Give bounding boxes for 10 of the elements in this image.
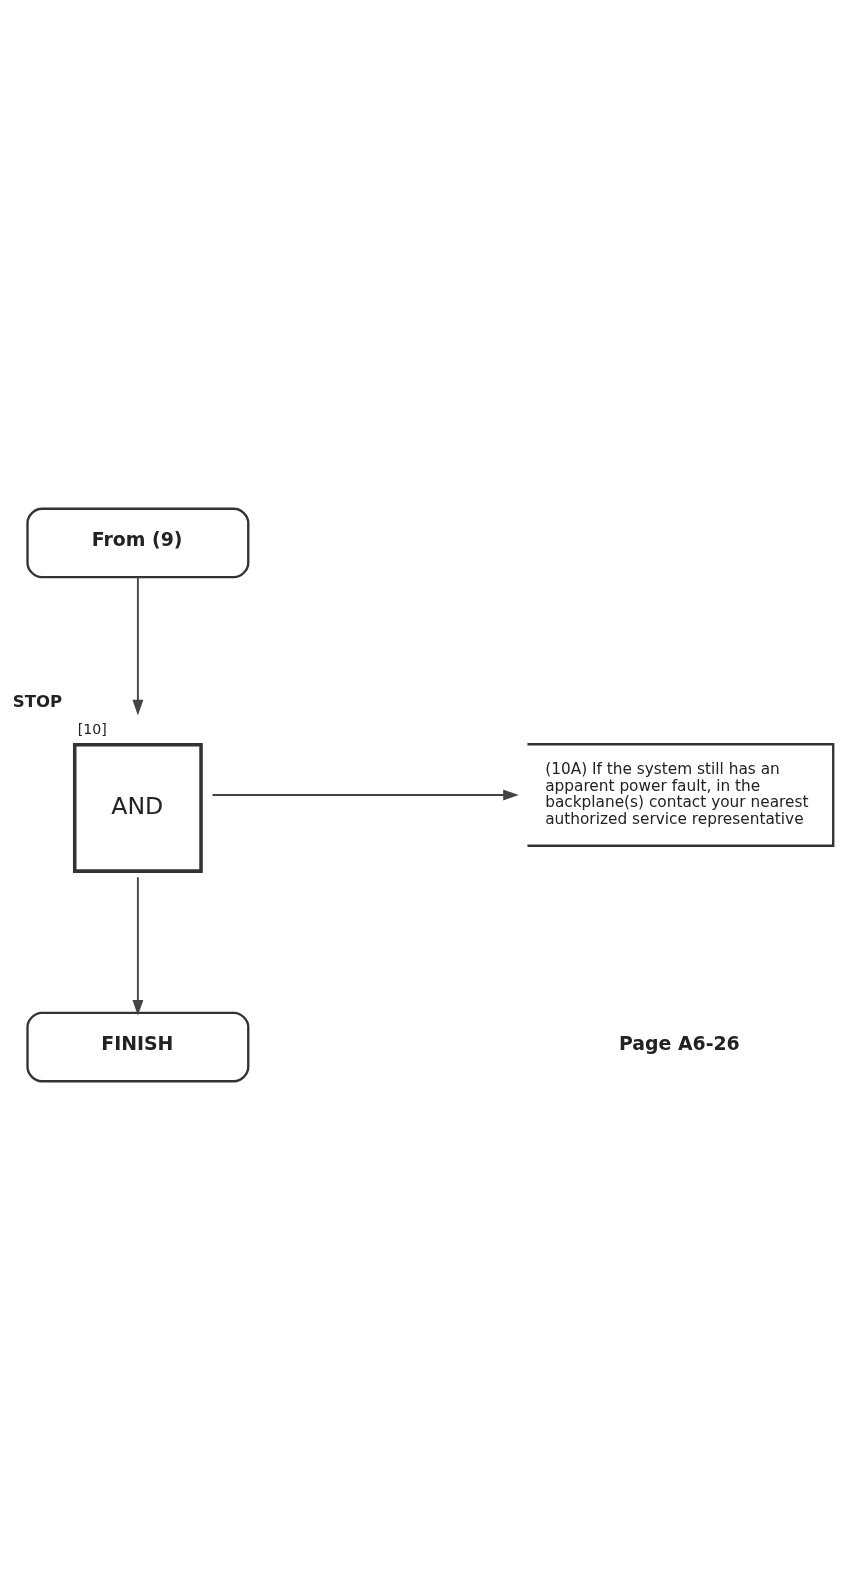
arrow bbox=[211, 789, 519, 801]
node-label: [10] bbox=[77, 721, 107, 738]
arrow bbox=[132, 876, 144, 1016]
node-box: AND bbox=[72, 743, 203, 873]
node-label: STOP bbox=[12, 692, 63, 712]
node-box: FINISH bbox=[26, 1011, 250, 1083]
node-text: (10A) If the system still has an apparent power fault, in the backplane(s) contact your nearest authorized service representative bbox=[545, 760, 809, 828]
label: Page A6-26 bbox=[618, 1032, 740, 1055]
node-box: From (9) bbox=[26, 507, 250, 579]
arrow bbox=[132, 576, 144, 716]
